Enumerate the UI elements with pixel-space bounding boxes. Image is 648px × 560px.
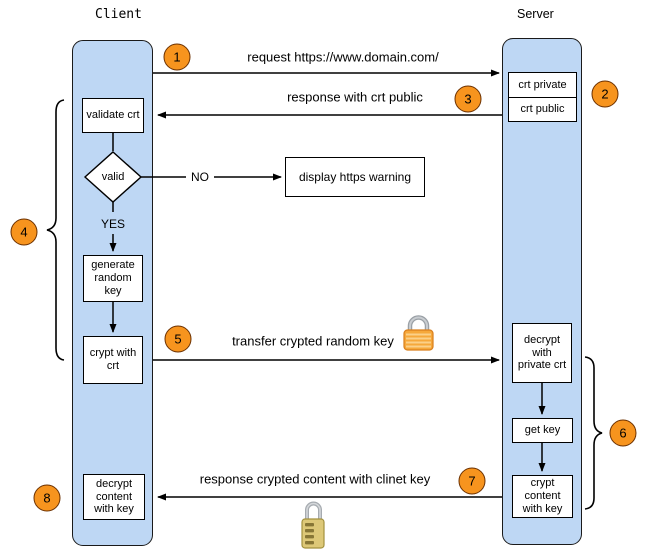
message-response-public: response with crt public	[287, 89, 423, 105]
node-decrypt-private: decrypt with private crt	[512, 323, 572, 383]
node-generate-key: generate random key	[83, 255, 143, 302]
step-badge-1: 1	[163, 43, 191, 71]
valid-decision-label: valid	[101, 171, 125, 183]
node-display-https-warning: display https warning	[285, 157, 425, 197]
server-actor-label: Server	[517, 7, 554, 21]
brace-step-4	[46, 99, 65, 361]
guard-no: NO	[186, 170, 214, 184]
client-actor-label: Client	[95, 7, 142, 22]
step-badge-4: 4	[10, 218, 38, 246]
node-crt-public: crt public	[508, 97, 577, 122]
message-request: request https://www.domain.com/	[247, 49, 439, 65]
guard-yes: YES	[100, 217, 126, 231]
step-badge-2: 2	[591, 80, 619, 108]
node-crt-private: crt private	[508, 72, 577, 98]
step-badge-6: 6	[609, 419, 637, 447]
message-response-content: response crypted content with clinet key	[199, 471, 431, 487]
valid-decision-diamond	[83, 151, 143, 203]
brace-step-6	[584, 356, 603, 510]
node-crypt-content: crypt content with key	[512, 475, 573, 518]
step-badge-8: 8	[33, 484, 61, 512]
step-badge-7: 7	[458, 467, 486, 495]
node-crypt-with-crt: crypt with crt	[83, 336, 143, 384]
closed-padlock-icon	[403, 315, 434, 351]
step-badge-3: 3	[454, 85, 482, 113]
combination-padlock-icon	[301, 501, 325, 549]
message-transfer-key: transfer crypted random key	[232, 333, 394, 349]
node-get-key: get key	[512, 418, 573, 443]
step-badge-5: 5	[164, 325, 192, 353]
node-validate-crt: validate crt	[82, 98, 144, 133]
node-decrypt-content: decrypt content with key	[83, 474, 145, 520]
